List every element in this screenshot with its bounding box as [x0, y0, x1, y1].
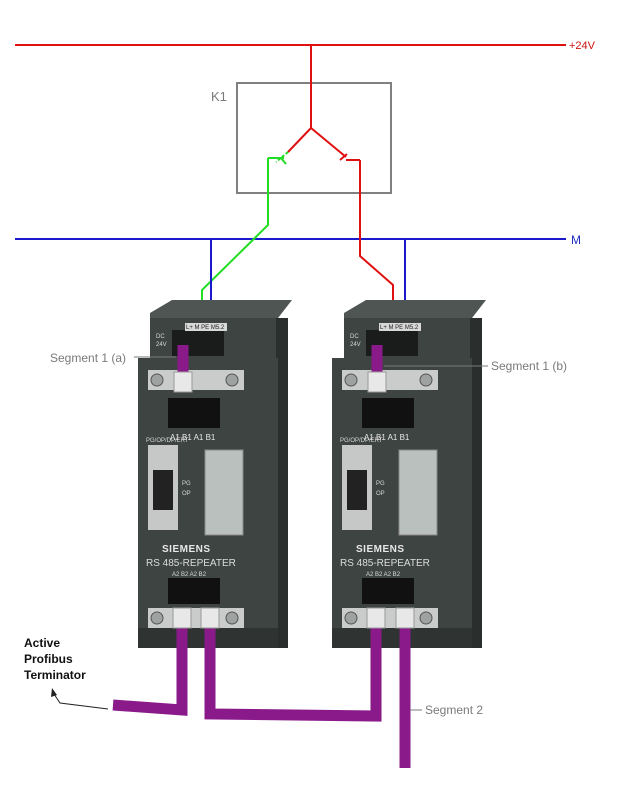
collar-right-bottom-b: [395, 607, 415, 629]
repeater-left-slots-bottom: [168, 578, 220, 604]
repeater-left-screw-tl: [150, 373, 164, 387]
repeater-right-clamp-top: [342, 370, 438, 390]
repeater-left-model: RS 485-REPEATER: [146, 558, 236, 569]
repeater-right-top-term-text: L+ M PE M5.2: [380, 325, 419, 331]
repeater-left-clamp-top: [148, 370, 244, 390]
repeater-left-cap: [150, 300, 292, 318]
repeater-right-screw-bl: [344, 611, 358, 625]
repeater-right-slots-top: [362, 398, 414, 428]
repeater-right-ports-label: PG/OP/DP/ERT: [340, 438, 383, 444]
relay-contact-right-tick: [339, 153, 348, 161]
repeater-right-model: RS 485-REPEATER: [340, 558, 430, 569]
repeater-right-dc: DC: [350, 334, 359, 340]
cable-terminator: [112, 625, 188, 716]
terminator-arrow: [53, 693, 109, 710]
label-segment-2: Segment 2: [425, 703, 483, 717]
relay-contact-right: [310, 127, 347, 158]
repeater-right-db9-port: [347, 470, 367, 510]
repeater-right-screw-tr: [419, 373, 433, 387]
repeater-right-led-window: [398, 449, 438, 536]
repeater-right-op: OP: [376, 491, 385, 497]
terminator-label-line3: Terminator: [24, 668, 86, 682]
repeater-left-db9-port: [153, 470, 173, 510]
repeater-right-side: [470, 318, 482, 648]
plus-24v-label: +24V: [569, 40, 596, 52]
collar-left-bottom-b: [200, 607, 220, 629]
repeater-left-pg: PG: [182, 481, 191, 487]
repeater-right-top-term-label-bg: [379, 323, 421, 331]
repeater-left-screw-br: [225, 611, 239, 625]
repeater-left-dc: DC: [156, 334, 165, 340]
repeater-right-bottom-ports: A2 B2 A2 B2: [366, 572, 401, 578]
profibus-cables: [112, 345, 411, 768]
repeater-left-op: OP: [182, 491, 191, 497]
terminator-arrowhead: [51, 688, 57, 697]
repeater-left-top-term-label-bg: [185, 323, 227, 331]
cable-seg2-link: [204, 625, 382, 722]
collar-right-top: [367, 371, 387, 393]
repeater-left: L+ M PE M5.2 DC 24V A1 B1 A1 B1 PG OP PG…: [138, 300, 292, 648]
repeater-right: L+ M PE M5.2 DC 24V A1 B1 A1 B1 PG OP PG…: [332, 300, 486, 648]
repeater-right-screw-tl: [344, 373, 358, 387]
repeater-left-screw-bl: [150, 611, 164, 625]
terminator-label-line2: Profibus: [24, 652, 73, 666]
label-segment-1b: Segment 1 (b): [491, 359, 567, 373]
repeater-right-pg: PG: [376, 481, 385, 487]
collar-left-bottom-a: [172, 607, 192, 629]
relay-contact-left-red: [287, 127, 312, 153]
repeater-left-slots-top: [168, 398, 220, 428]
relay-k1-box: [236, 82, 392, 194]
repeater-right-top-ports: A1 B1 A1 B1: [364, 433, 410, 442]
repeater-left-brand: SIEMENS: [162, 544, 211, 555]
repeater-left-screw-tr: [225, 373, 239, 387]
collar-right-bottom-a: [366, 607, 386, 629]
repeater-left-clamp-bottom: [148, 608, 244, 628]
m-ground-label: M: [571, 233, 581, 247]
repeater-right-screw-br: [419, 611, 433, 625]
red-wire: [359, 160, 394, 312]
repeater-left-top-term-text: L+ M PE M5.2: [186, 325, 225, 331]
repeater-right-cap: [344, 300, 486, 318]
repeater-right-slots-bottom: [362, 578, 414, 604]
repeater-left-led-window: [204, 449, 244, 536]
repeater-right-24v: 24V: [350, 342, 361, 348]
repeater-right-brand: SIEMENS: [356, 544, 405, 555]
repeater-left-top-ports: A1 B1 A1 B1: [170, 433, 216, 442]
label-segment-1a: Segment 1 (a): [50, 351, 126, 365]
repeater-left-side: [276, 318, 288, 648]
repeater-left-ports-label: PG/OP/DP/ERT: [146, 438, 189, 444]
repeater-left-24v: 24V: [156, 342, 167, 348]
terminator-label-line1: Active: [24, 636, 60, 650]
repeater-left-bottom-ports: A2 B2 A2 B2: [172, 572, 207, 578]
collar-left-top: [173, 371, 193, 393]
relay-k1-label: K1: [211, 89, 227, 104]
